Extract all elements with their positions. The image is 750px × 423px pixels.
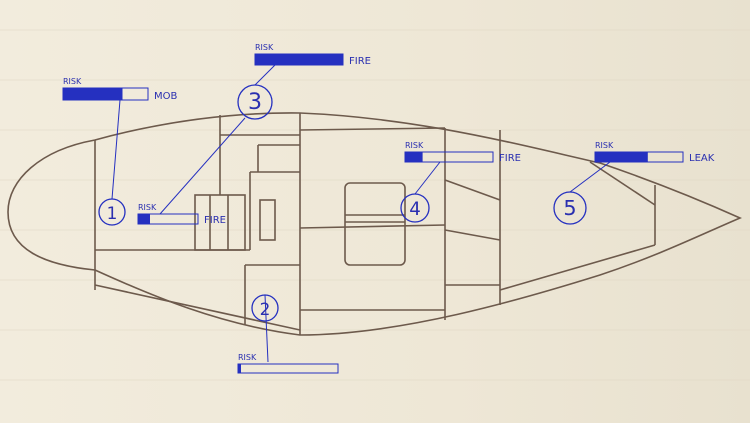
leader-line — [159, 117, 246, 215]
risk-bar-track — [237, 363, 339, 374]
zone-marker-circle — [553, 191, 587, 225]
zone-marker-circle — [400, 193, 430, 223]
risk-type-label: MOB — [154, 91, 177, 102]
risk-bar-fill — [138, 214, 150, 224]
leader-line — [264, 294, 269, 363]
leader-line — [254, 64, 276, 86]
risk-bar-fill — [595, 152, 648, 162]
leader-line — [414, 161, 441, 195]
paper-grid — [0, 29, 750, 381]
risk-label: RISK — [63, 77, 82, 86]
risk-label: RISK — [238, 353, 257, 362]
zone-number: 3 — [248, 89, 262, 115]
risk-label: RISK — [595, 141, 614, 150]
zone-number: 1 — [107, 203, 118, 223]
risk-label: RISK — [405, 141, 424, 150]
zone-marker-circle — [251, 294, 279, 322]
risk-type-label: FIRE — [499, 153, 521, 164]
risk-bar-fill — [63, 88, 123, 100]
risk-bar-fill — [238, 364, 241, 373]
risk-label: RISK — [138, 203, 157, 212]
zone-number: 4 — [409, 199, 421, 220]
zone-number: 5 — [563, 196, 576, 220]
leader-line — [569, 161, 611, 193]
zone-marker-circle — [98, 198, 126, 226]
risk-type-label: FIRE — [204, 215, 226, 226]
risk-bar-fill — [255, 54, 343, 65]
risk-label: RISK — [255, 43, 274, 52]
leader-line — [111, 99, 121, 200]
risk-type-label: LEAK — [689, 153, 715, 164]
risk-bar-fill — [405, 152, 423, 162]
hull-outline — [7, 112, 742, 336]
zone-number: 2 — [260, 299, 271, 319]
zone-marker-circle — [237, 84, 273, 120]
risk-type-label: FIRE — [349, 56, 371, 67]
